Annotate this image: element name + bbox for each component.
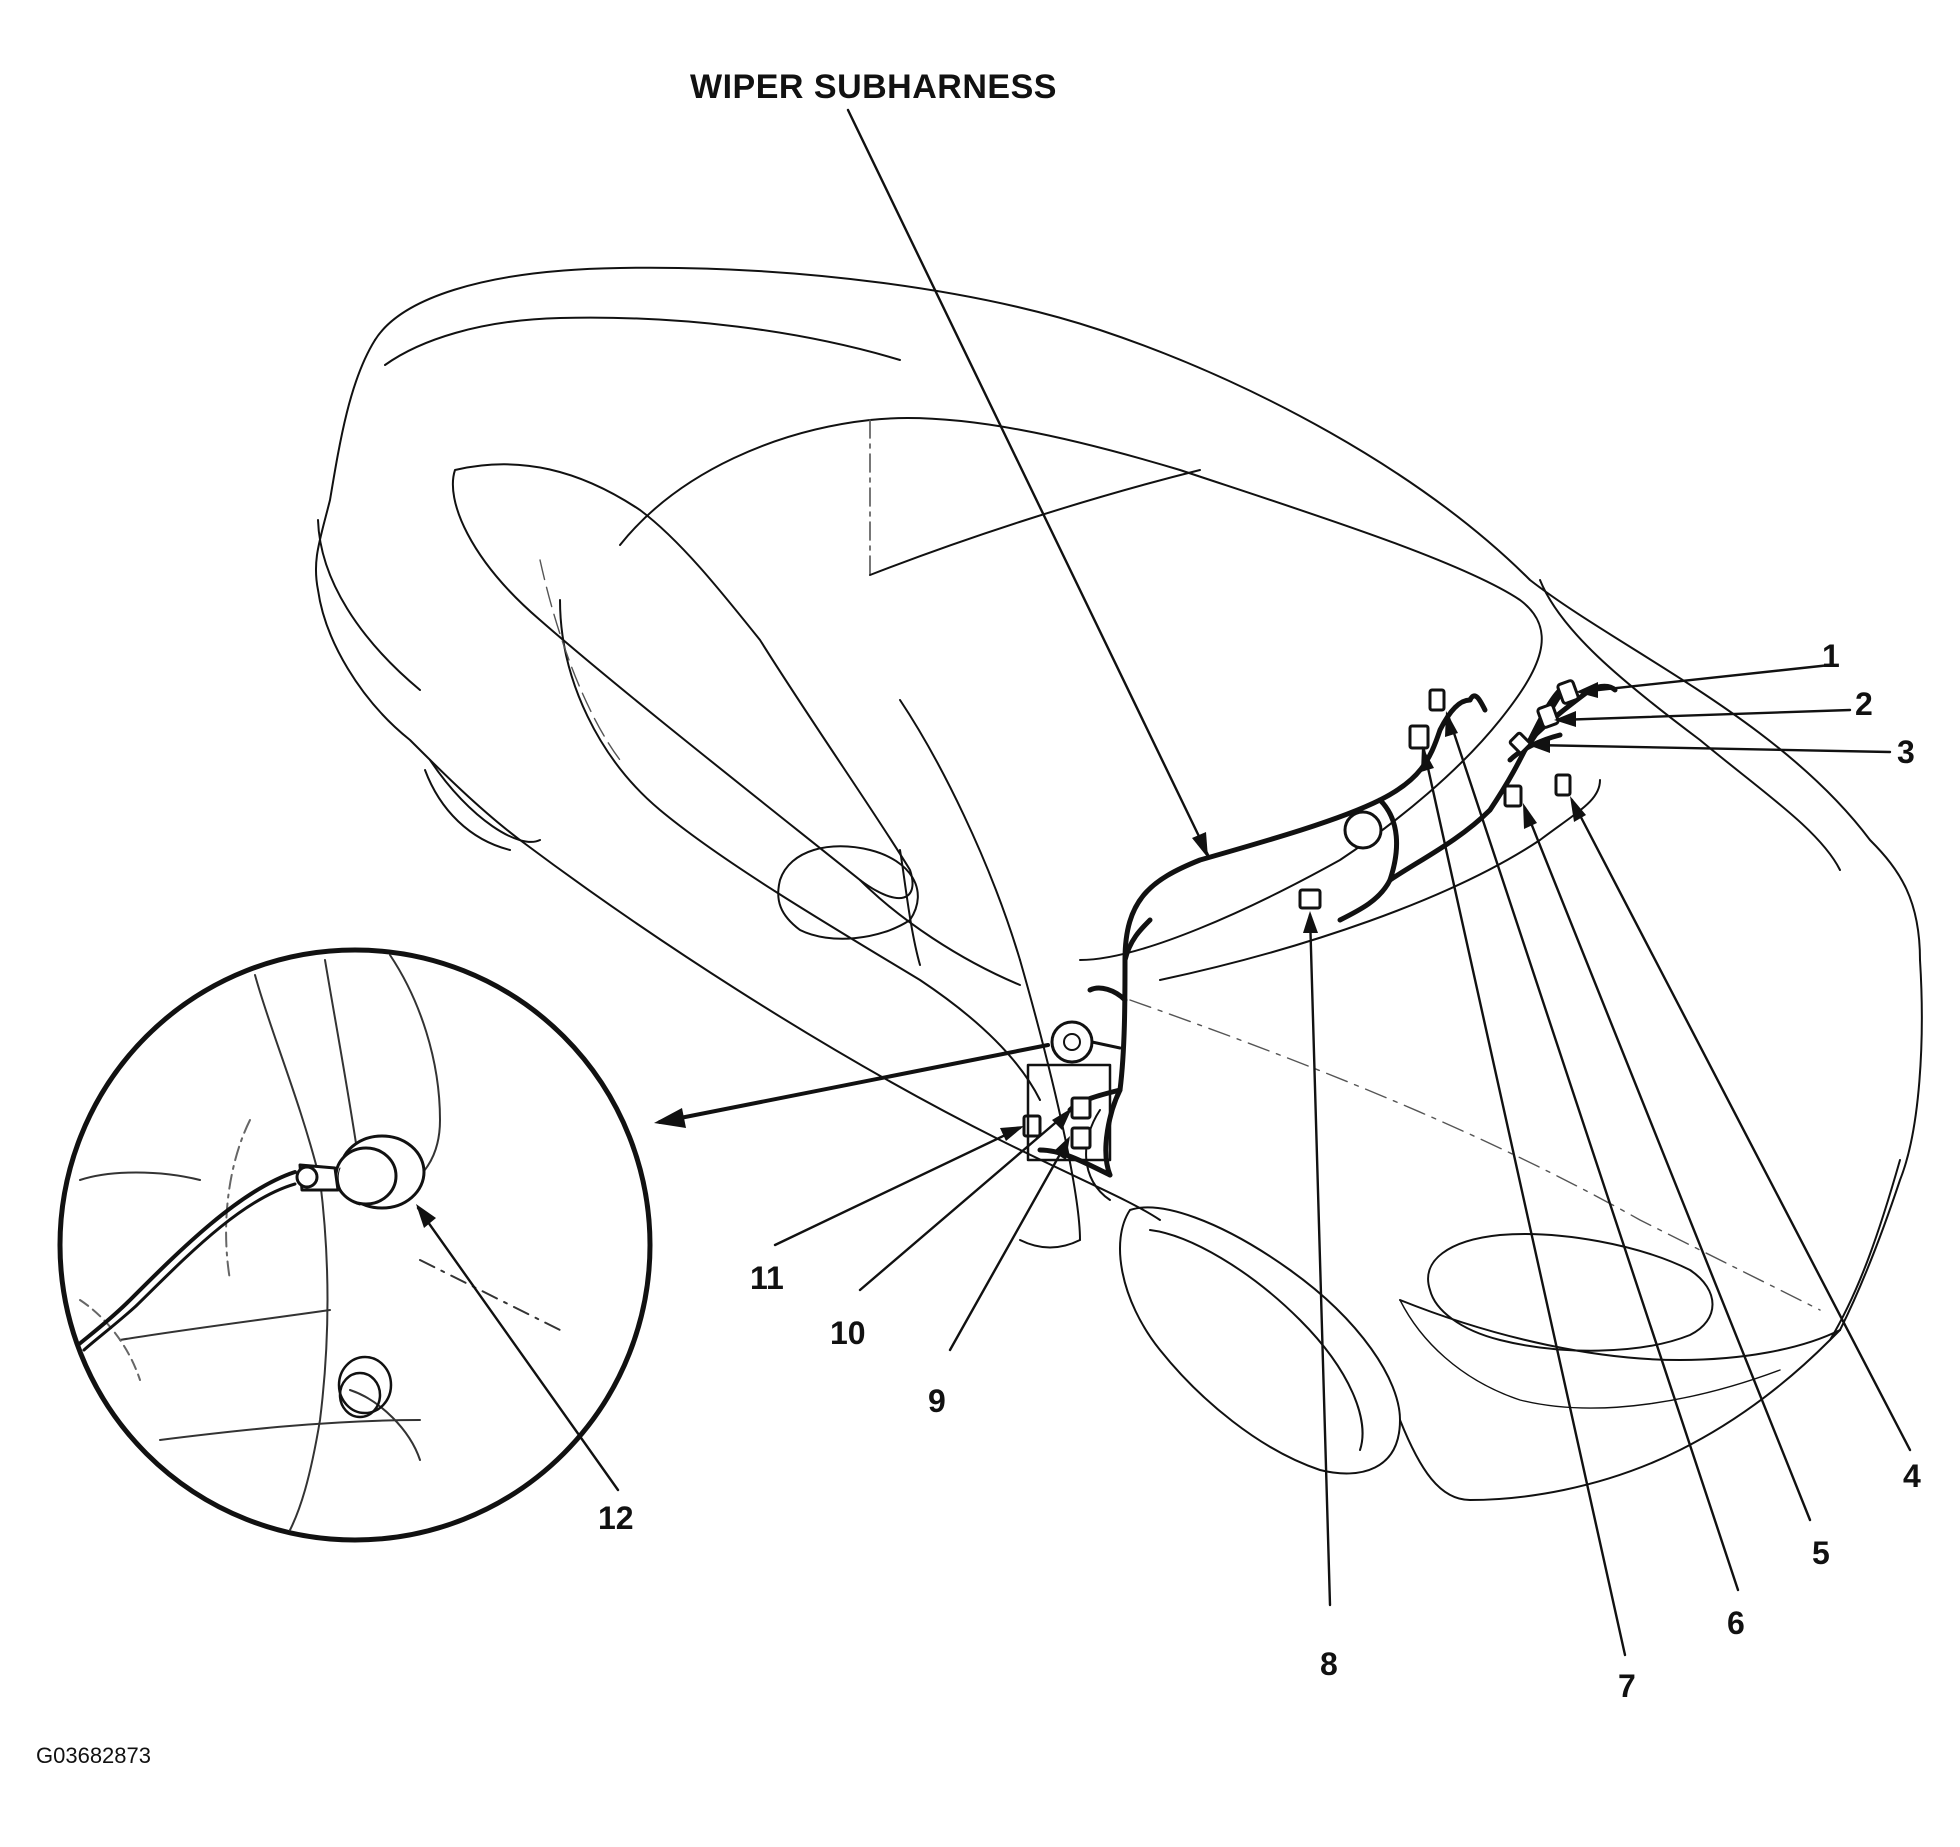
callout-11: 11 [750, 1260, 784, 1296]
detail-inset [57, 947, 653, 1543]
harness-clip-ring [1343, 810, 1383, 850]
callout-7: 7 [1618, 1668, 1636, 1704]
callout-9: 9 [928, 1383, 946, 1419]
callout-1: 1 [1822, 638, 1840, 674]
callout-10: 10 [830, 1315, 866, 1351]
arrowheads [416, 682, 1598, 1228]
connector-5 [1503, 784, 1523, 808]
wiper-subharness [1037, 683, 1618, 1178]
connectors [1022, 679, 1580, 1150]
connector-4 [1554, 773, 1572, 797]
connector-9 [1070, 1126, 1092, 1150]
callout-4: 4 [1903, 1458, 1921, 1494]
connector-6 [1428, 688, 1446, 712]
callout-12: 12 [598, 1500, 634, 1536]
callout-6: 6 [1727, 1605, 1745, 1641]
callout-3: 3 [1897, 734, 1915, 770]
leader-lines [416, 108, 1912, 1657]
connector-2 [1536, 703, 1560, 729]
connector-7 [1408, 724, 1430, 750]
connector-10 [1070, 1096, 1092, 1120]
connector-3 [1508, 731, 1532, 755]
callout-2: 2 [1855, 686, 1873, 722]
connector-11 [1022, 1114, 1042, 1138]
connector-1 [1556, 679, 1580, 705]
car-body [314, 266, 1923, 1501]
diagram-title: WIPER SUBHARNESS [690, 68, 1057, 106]
figure-id: G03682873 [36, 1743, 151, 1768]
callout-8: 8 [1320, 1646, 1338, 1682]
connector-8 [1298, 888, 1322, 910]
relay-box [1026, 1063, 1112, 1162]
callout-5: 5 [1812, 1535, 1830, 1571]
